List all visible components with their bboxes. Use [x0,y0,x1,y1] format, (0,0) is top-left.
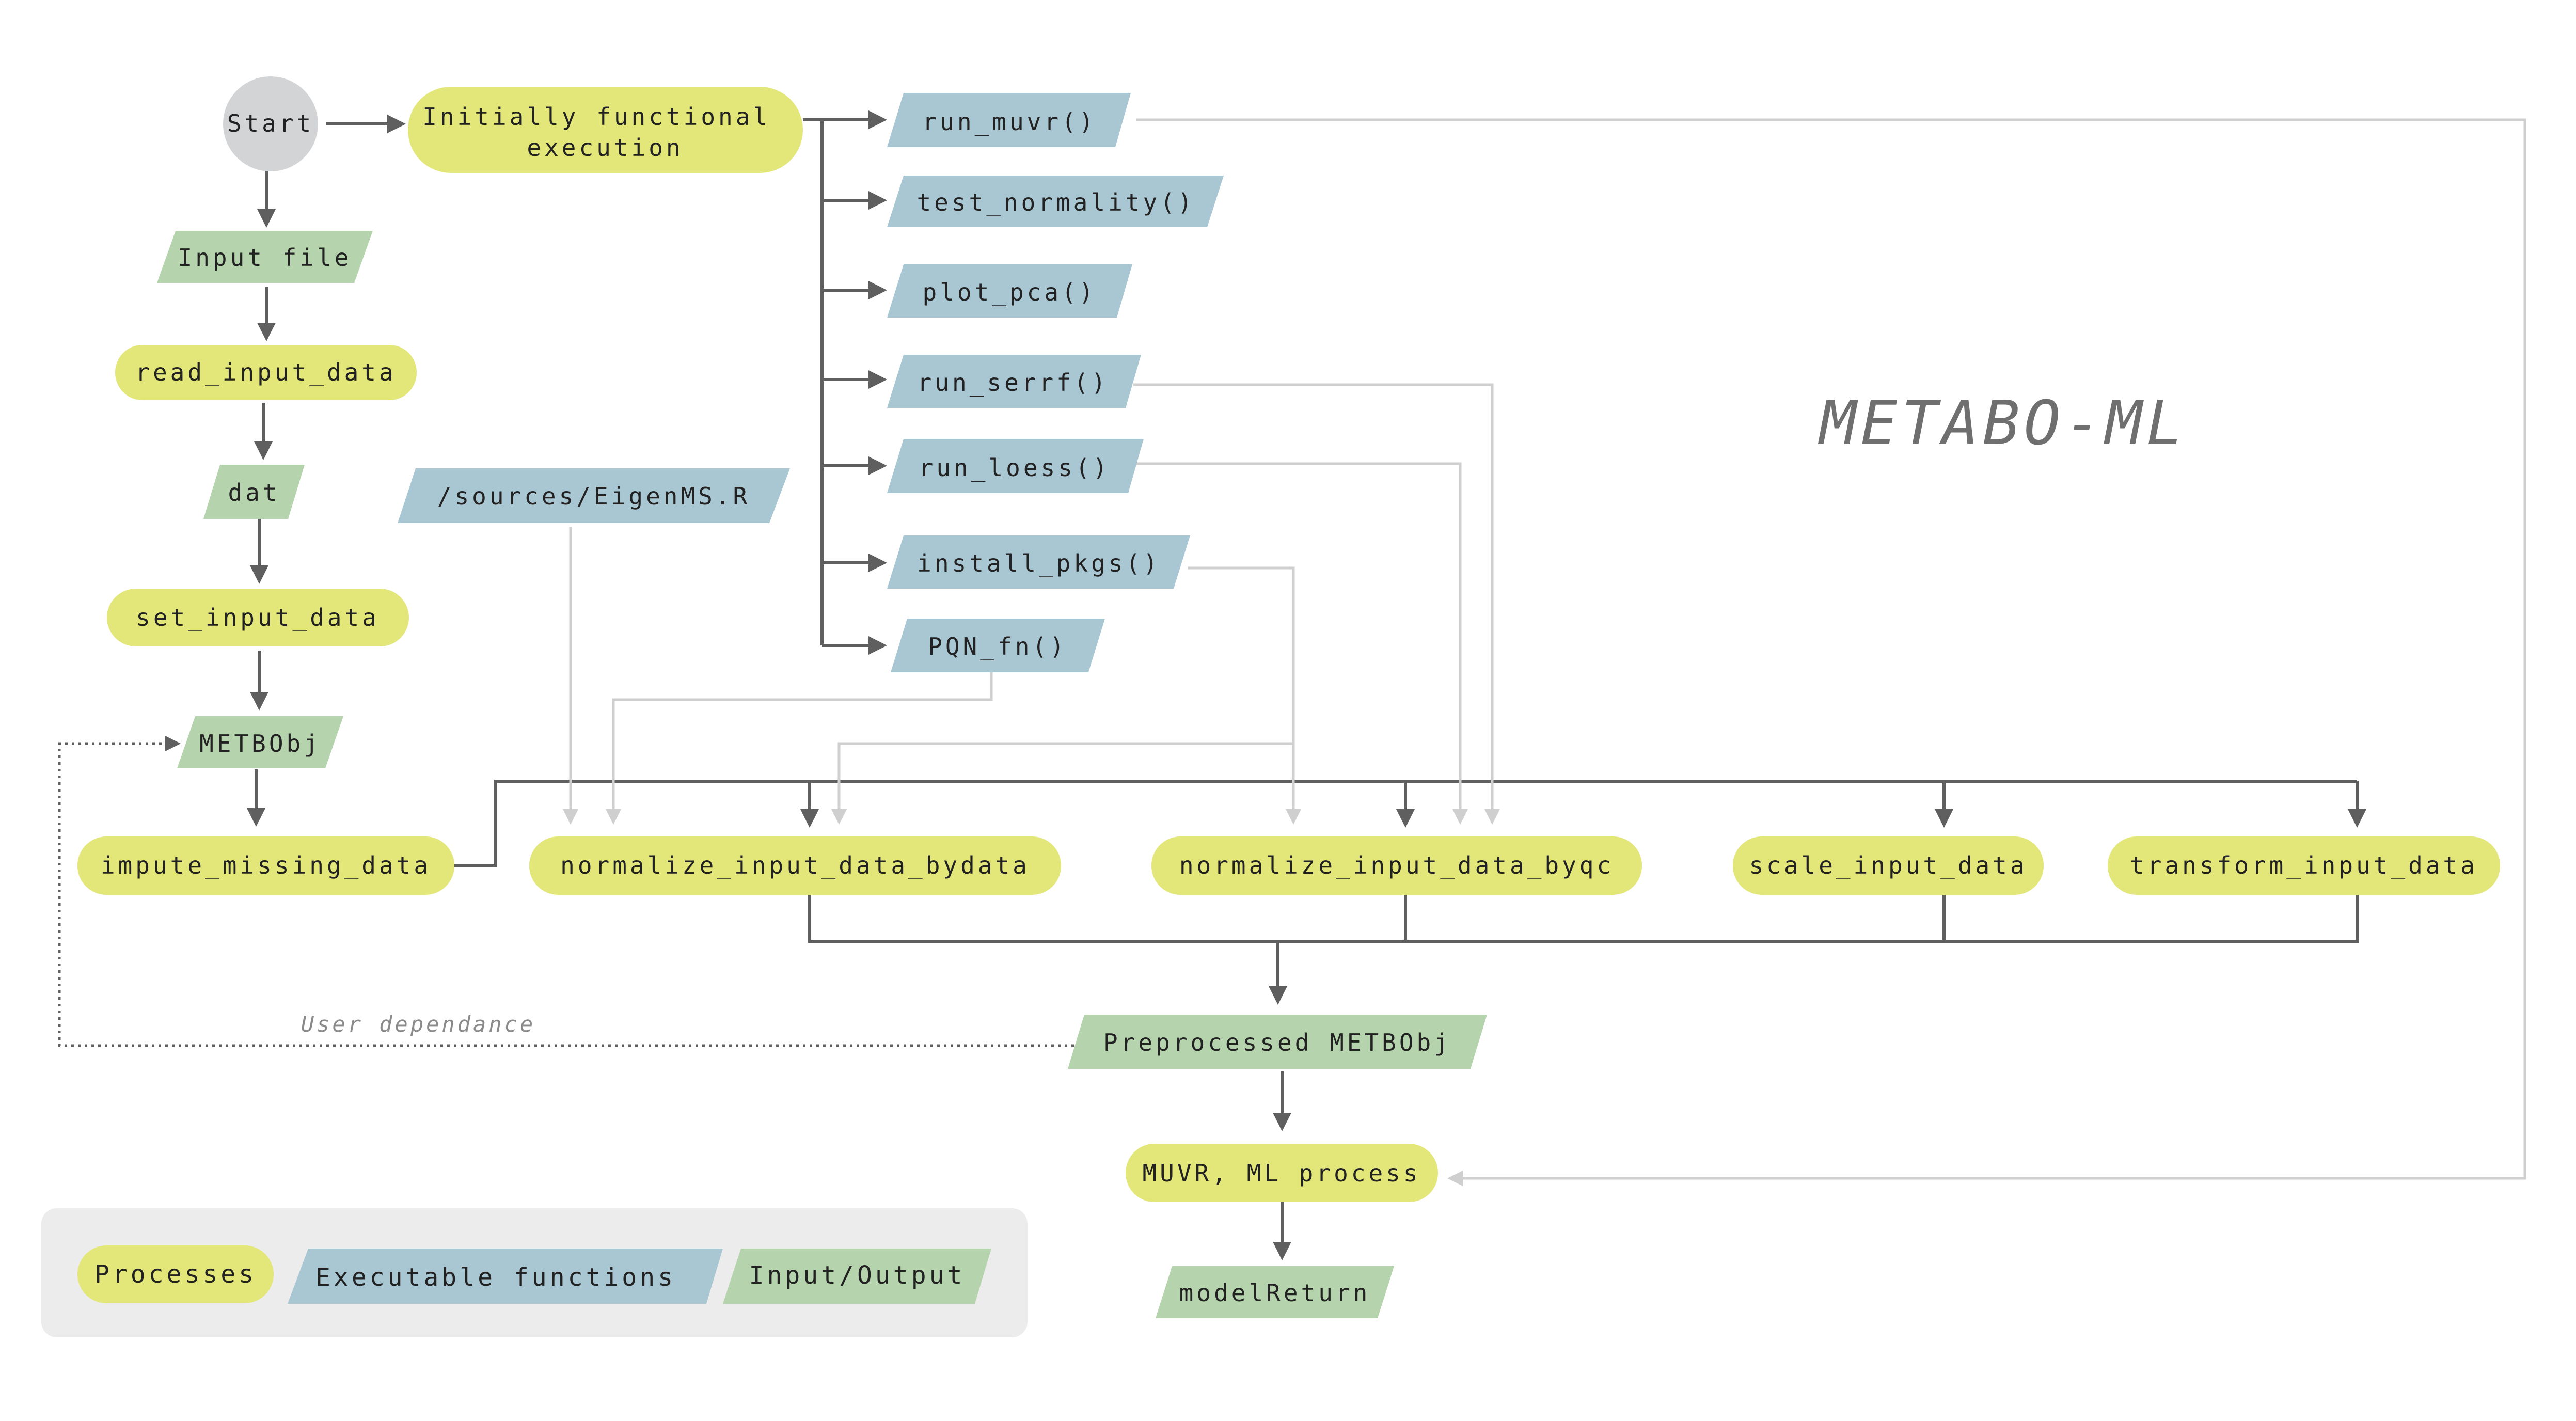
legend-processes-label: Processes [94,1260,257,1289]
install-pkgs-node: install_pkgs() [887,535,1190,589]
edge-run-serrf-to-norm-byqc [1133,383,1500,825]
edge-user-dependance-loop [58,736,1074,1047]
normalize-byqc-node: normalize_input_data_byqc [1151,836,1642,895]
plot-pca-node: plot_pca() [887,264,1132,318]
input-file-node: Input file [157,231,373,283]
run-loess-node: run_loess() [887,439,1144,493]
plot-pca-label: plot_pca() [923,278,1097,306]
edge-merge-bus [808,893,2359,943]
legend-input-output-label: Input/Output [749,1261,966,1290]
read-input-data-label: read_input_data [135,358,396,386]
svg-text:Initially functional exe: Initially functional execution [422,103,788,162]
eigenms-node: /sources/EigenMS.R [398,468,790,523]
muvr-ml-process-node: MUVR, ML process [1126,1144,1438,1202]
impute-missing-data-label: impute_missing_data [101,851,431,879]
legend-functions: Executable functions [288,1249,723,1304]
start-node: Start [223,76,318,171]
dat-label: dat [228,479,280,507]
set-input-data-node: set_input_data [107,589,409,646]
model-return-label: modelReturn [1179,1279,1371,1307]
legend-functions-label: Executable functions [315,1263,676,1292]
edge-install-pkgs-link [1188,566,1301,825]
test-normality-label: test_normality() [916,188,1195,216]
start-label: Start [227,109,314,137]
edge-install-pkgs-to-norm-bydata [831,742,1293,825]
metbobj-label: METBObj [199,730,321,757]
read-input-data-node: read_input_data [115,345,417,400]
muvr-ml-process-label: MUVR, ML process [1142,1159,1420,1187]
run-loess-label: run_loess() [919,454,1111,482]
edge-run-loess-to-norm-byqc [1133,462,1468,825]
preprocessed-metbobj-label: Preprocessed METBObj [1103,1029,1451,1056]
connectors [58,110,2526,1260]
run-serrf-label: run_serrf() [918,369,1109,397]
transform-input-data-node: transform_input_data [2108,836,2500,895]
legend: Processes Executable functions Input/Out… [41,1208,1028,1337]
test-normality-node: test_normality() [887,176,1224,227]
install-pkgs-label: install_pkgs() [917,549,1161,577]
initial-execution-node: Initially functional execution [408,87,803,173]
scale-input-data-label: scale_input_data [1749,851,2027,879]
metbobj-node: METBObj [177,716,343,768]
normalize-byqc-label: normalize_input_data_byqc [1179,851,1614,879]
normalize-bydata-node: normalize_input_data_bydata [529,836,1061,895]
dat-node: dat [203,465,305,519]
edge-initial-to-bus [803,118,824,645]
edge-pqn-to-norm-bydata [606,671,993,825]
impute-missing-data-node: impute_missing_data [77,836,454,895]
edge-run-muvr-to-muvr-process [1136,118,2526,1186]
edge-impute-to-branches [454,780,2357,867]
diagram-title: METABO-ML [1818,387,2187,459]
pqn-fn-label: PQN_fn() [928,633,1067,660]
input-file-label: Input file [178,244,352,272]
set-input-data-label: set_input_data [136,604,380,631]
scale-input-data-node: scale_input_data [1733,836,2044,895]
legend-processes: Processes [77,1245,274,1303]
pqn-fn-node: PQN_fn() [891,619,1105,672]
normalize-bydata-label: normalize_input_data_bydata [560,851,1030,879]
run-serrf-node: run_serrf() [887,355,1141,408]
run-muvr-label: run_muvr() [923,108,1097,136]
user-dependance-annotation: User dependance [301,1012,535,1037]
initial-execution-label-line2: execution [527,134,683,162]
model-return-node: modelReturn [1156,1266,1394,1318]
eigenms-label: /sources/EigenMS.R [437,482,751,510]
transform-input-data-label: transform_input_data [2130,851,2478,879]
legend-input-output: Input/Output [723,1249,991,1304]
initial-execution-label-line1: Initially functional [422,103,770,131]
run-muvr-node: run_muvr() [887,93,1131,147]
preprocessed-metbobj-node: Preprocessed METBObj [1068,1015,1487,1069]
